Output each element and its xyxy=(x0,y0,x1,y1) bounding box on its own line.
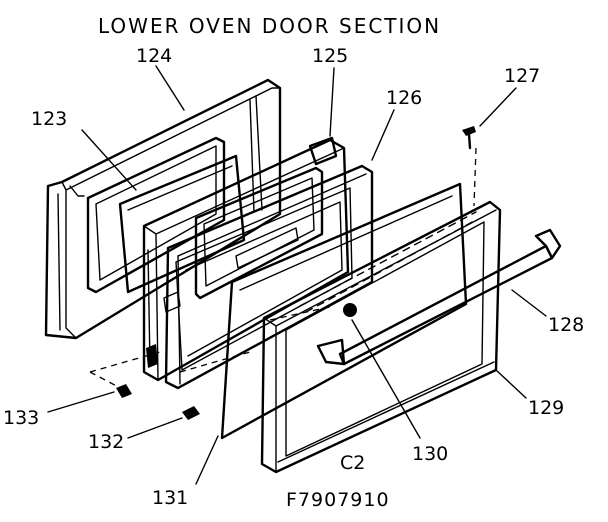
part-123-inner-glass xyxy=(118,154,246,294)
callout-131: 131 xyxy=(152,487,188,509)
part-128-door-handle xyxy=(316,228,562,366)
callout-127: 127 xyxy=(504,65,540,87)
part-132-screw xyxy=(182,406,200,420)
callout-125: 125 xyxy=(312,45,348,67)
leader-lines xyxy=(47,65,547,485)
callout-132: 132 xyxy=(88,431,124,453)
part-127-screw xyxy=(462,126,476,150)
part-133-screw xyxy=(116,384,132,398)
callout-124: 124 xyxy=(136,45,172,67)
callout-129: 129 xyxy=(528,397,564,419)
callout-126: 126 xyxy=(386,87,422,109)
part-131-glass-panel xyxy=(220,182,468,440)
diagram-title: LOWER OVEN DOOR SECTION xyxy=(98,14,441,38)
part-124-outer-door-panel xyxy=(44,78,282,340)
part-130-badge xyxy=(343,303,357,317)
callout-130: 130 xyxy=(412,443,448,465)
callout-133: 133 xyxy=(3,407,39,429)
callout-128: 128 xyxy=(548,314,584,336)
callout-123: 123 xyxy=(31,108,67,130)
section-code: C2 xyxy=(340,452,365,474)
figure-code: F7907910 xyxy=(286,489,390,511)
part-129-outer-frame xyxy=(260,200,502,474)
part-125-door-liner xyxy=(142,136,350,382)
